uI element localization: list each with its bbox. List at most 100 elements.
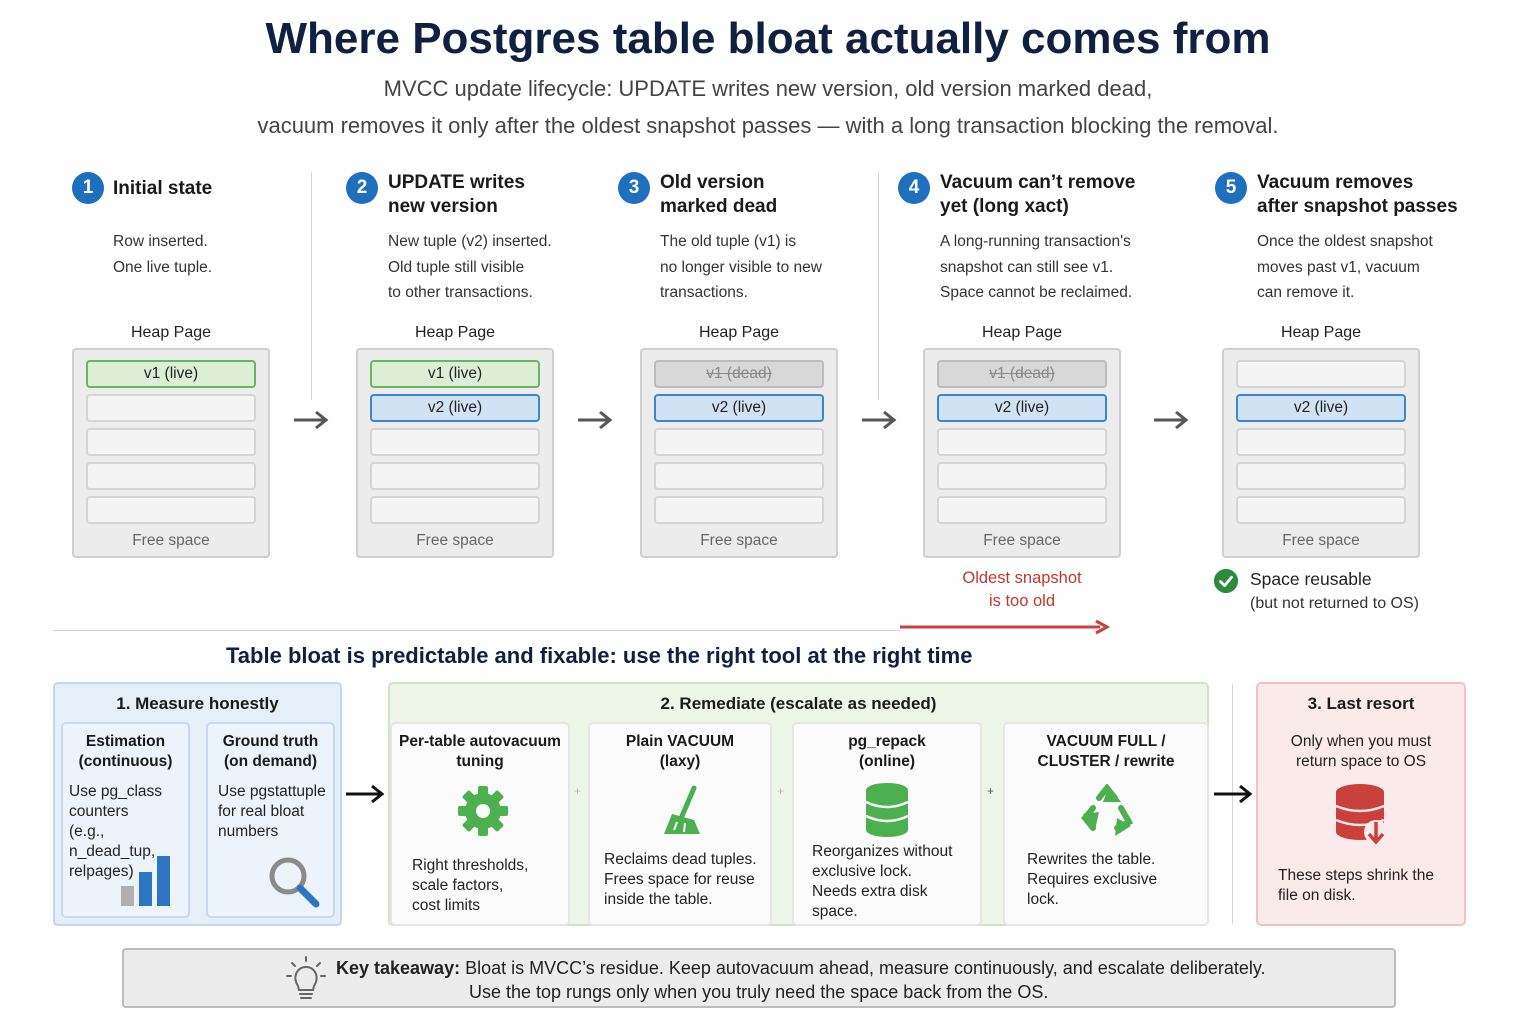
page-title: Where Postgres table bloat actually come… (265, 14, 1271, 63)
title-line: tuning (456, 753, 504, 770)
text-line: lock. (1027, 891, 1059, 908)
text-line: counters (69, 803, 129, 820)
desc-line: The old tuple (v1) is (660, 233, 797, 250)
text-line: Use pgstattuple (218, 783, 326, 800)
tuple-slot (370, 496, 540, 524)
tuple-slot (86, 428, 256, 456)
step-1-number: 1 (72, 172, 104, 204)
desc-line: New tuple (v2) inserted. (388, 233, 552, 250)
text-line: Rewrites the table. (1027, 851, 1156, 868)
key-takeaway-box: Key takeaway: Bloat is MVCC’s residue. K… (122, 948, 1396, 1008)
desc-line: One live tuple. (113, 258, 213, 276)
subtitle-line-2: vacuum removes it only after the oldest … (257, 113, 1279, 138)
broom-icon (664, 785, 700, 834)
tuple-slot (937, 496, 1107, 524)
title-line: VACUUM FULL / (1046, 733, 1166, 750)
last-resort-text: These steps shrink the file on disk. (1278, 866, 1434, 906)
recycle-icon (1081, 784, 1134, 836)
plus-separator-icon: + (987, 784, 995, 798)
database-shrink-icon (1335, 784, 1388, 845)
remediate-panel: 2. Remediate (escalate as needed) Per-ta… (388, 682, 1209, 926)
step-2-title: UPDATE writes new version (388, 171, 525, 219)
tuple-slot: v2 (live) (370, 394, 540, 422)
plain-vacuum-card: Plain VACUUM (laxy) Reclaims dead tuples… (588, 722, 772, 926)
text-line: numbers (218, 823, 279, 840)
text-line: Frees space for reuse (604, 871, 755, 888)
tuple-slot: v1 (dead) (937, 360, 1107, 388)
takeaway-line-1: Key takeaway: Bloat is MVCC’s residue. K… (336, 958, 1266, 979)
last-resort-panel: 3. Last resort Only when you must return… (1256, 682, 1466, 926)
card-text: Rewrites the table. Requires exclusive l… (1027, 850, 1157, 910)
tuple-slot: v2 (live) (937, 394, 1107, 422)
takeaway-label: Key takeaway: (336, 958, 461, 978)
takeaway-line-2: Use the top rungs only when you truly ne… (469, 982, 1049, 1002)
desc-line: snapshot can still see v1. (940, 258, 1114, 276)
title-line: marked dead (660, 196, 778, 217)
warning-line: Oldest snapshot (962, 569, 1082, 587)
text-line: Reorganizes without (812, 843, 953, 860)
text-line: scale factors, (412, 877, 504, 894)
right-arrow-icon (862, 410, 897, 430)
text-line: Requires exclusive (1027, 871, 1158, 888)
right-arrow-icon (346, 784, 385, 804)
desc-line: no longer visible to new (660, 258, 822, 276)
heap-page: v1 (dead) v2 (live) Free space (923, 348, 1121, 558)
text-line: (e.g., n_dead_tup, (69, 823, 156, 860)
desc-line: moves past v1, vacuum (1257, 258, 1420, 276)
text-line: relpages) (69, 863, 134, 880)
bar-chart-icon (121, 856, 170, 906)
free-space-label: Free space (416, 532, 494, 549)
card-text: Right thresholds, scale factors, cost li… (412, 856, 528, 916)
desc-line: Once the oldest snapshot (1257, 233, 1433, 250)
title-line: UPDATE writes (388, 172, 525, 193)
space-reusable-label: Space reusable (1250, 569, 1372, 589)
magnifier-icon (269, 857, 320, 908)
step-divider (878, 172, 879, 400)
gear-icon (458, 786, 508, 836)
card-title: Ground truth (on demand) (208, 732, 333, 772)
card-text: Reorganizes without exclusive lock. Need… (812, 842, 952, 922)
lightbulb-icon (286, 956, 326, 999)
text-line: exclusive lock. (812, 863, 912, 880)
right-arrow-icon (294, 410, 329, 430)
card-title: VACUUM FULL / CLUSTER / rewrite (1005, 732, 1207, 772)
tuple-slot (654, 496, 824, 524)
step-3-description: The old tuple (v1) is no longer visible … (660, 229, 822, 306)
tuple-slot (1236, 462, 1406, 490)
desc-line: Space cannot be reclaimed. (940, 284, 1133, 301)
step-4-description: A long-running transaction's snapshot ca… (940, 229, 1132, 306)
last-resort-title: 3. Last resort (1307, 694, 1415, 713)
plus-separator-icon: + (777, 784, 785, 798)
free-space-label: Free space (983, 532, 1061, 549)
remediate-panel-title: 2. Remediate (escalate as needed) (660, 694, 937, 713)
tuple-slot (1236, 496, 1406, 524)
title-line: after snapshot passes (1257, 196, 1458, 217)
card-title: Estimation (continuous) (63, 732, 188, 772)
right-arrow-icon (578, 410, 613, 430)
title-line: Estimation (85, 733, 166, 750)
tuple-slot (654, 462, 824, 490)
text-line: Right thresholds, (412, 857, 529, 874)
step-5-title: Vacuum removes after snapshot passes (1257, 171, 1458, 219)
autovacuum-tuning-card: Per-table autovacuum tuning Right thresh… (390, 722, 570, 926)
heap-page: v2 (live) Free space (1222, 348, 1420, 558)
heap-page: v1 (live) Free space (72, 348, 270, 558)
step-4-number: 4 (898, 172, 930, 204)
desc-line: to other transactions. (388, 284, 533, 301)
card-title: Per-table autovacuum tuning (392, 732, 568, 772)
ground-truth-card: Ground truth (on demand) Use pgstattuple… (206, 722, 335, 918)
step-1-description: Row inserted. One live tuple. (113, 229, 212, 280)
tuple-slot (654, 428, 824, 456)
card-text: Use pg_class counters (e.g., n_dead_tup,… (69, 782, 188, 882)
check-circle-icon (1213, 568, 1239, 594)
title-line: Per-table autovacuum (399, 733, 561, 750)
tuple-slot: v2 (live) (654, 394, 824, 422)
text-line: space. (812, 903, 858, 920)
card-text: Use pgstattuple for real bloat numbers (218, 782, 326, 842)
heap-page-label: Heap Page (981, 324, 1063, 341)
free-space-label: Free space (700, 532, 778, 549)
heap-page: v1 (dead) v2 (live) Free space (640, 348, 838, 558)
desc-line: Row inserted. (113, 233, 208, 250)
step-4-title: Vacuum can’t remove yet (long xact) (940, 171, 1135, 219)
title-line: Plain VACUUM (625, 733, 735, 750)
